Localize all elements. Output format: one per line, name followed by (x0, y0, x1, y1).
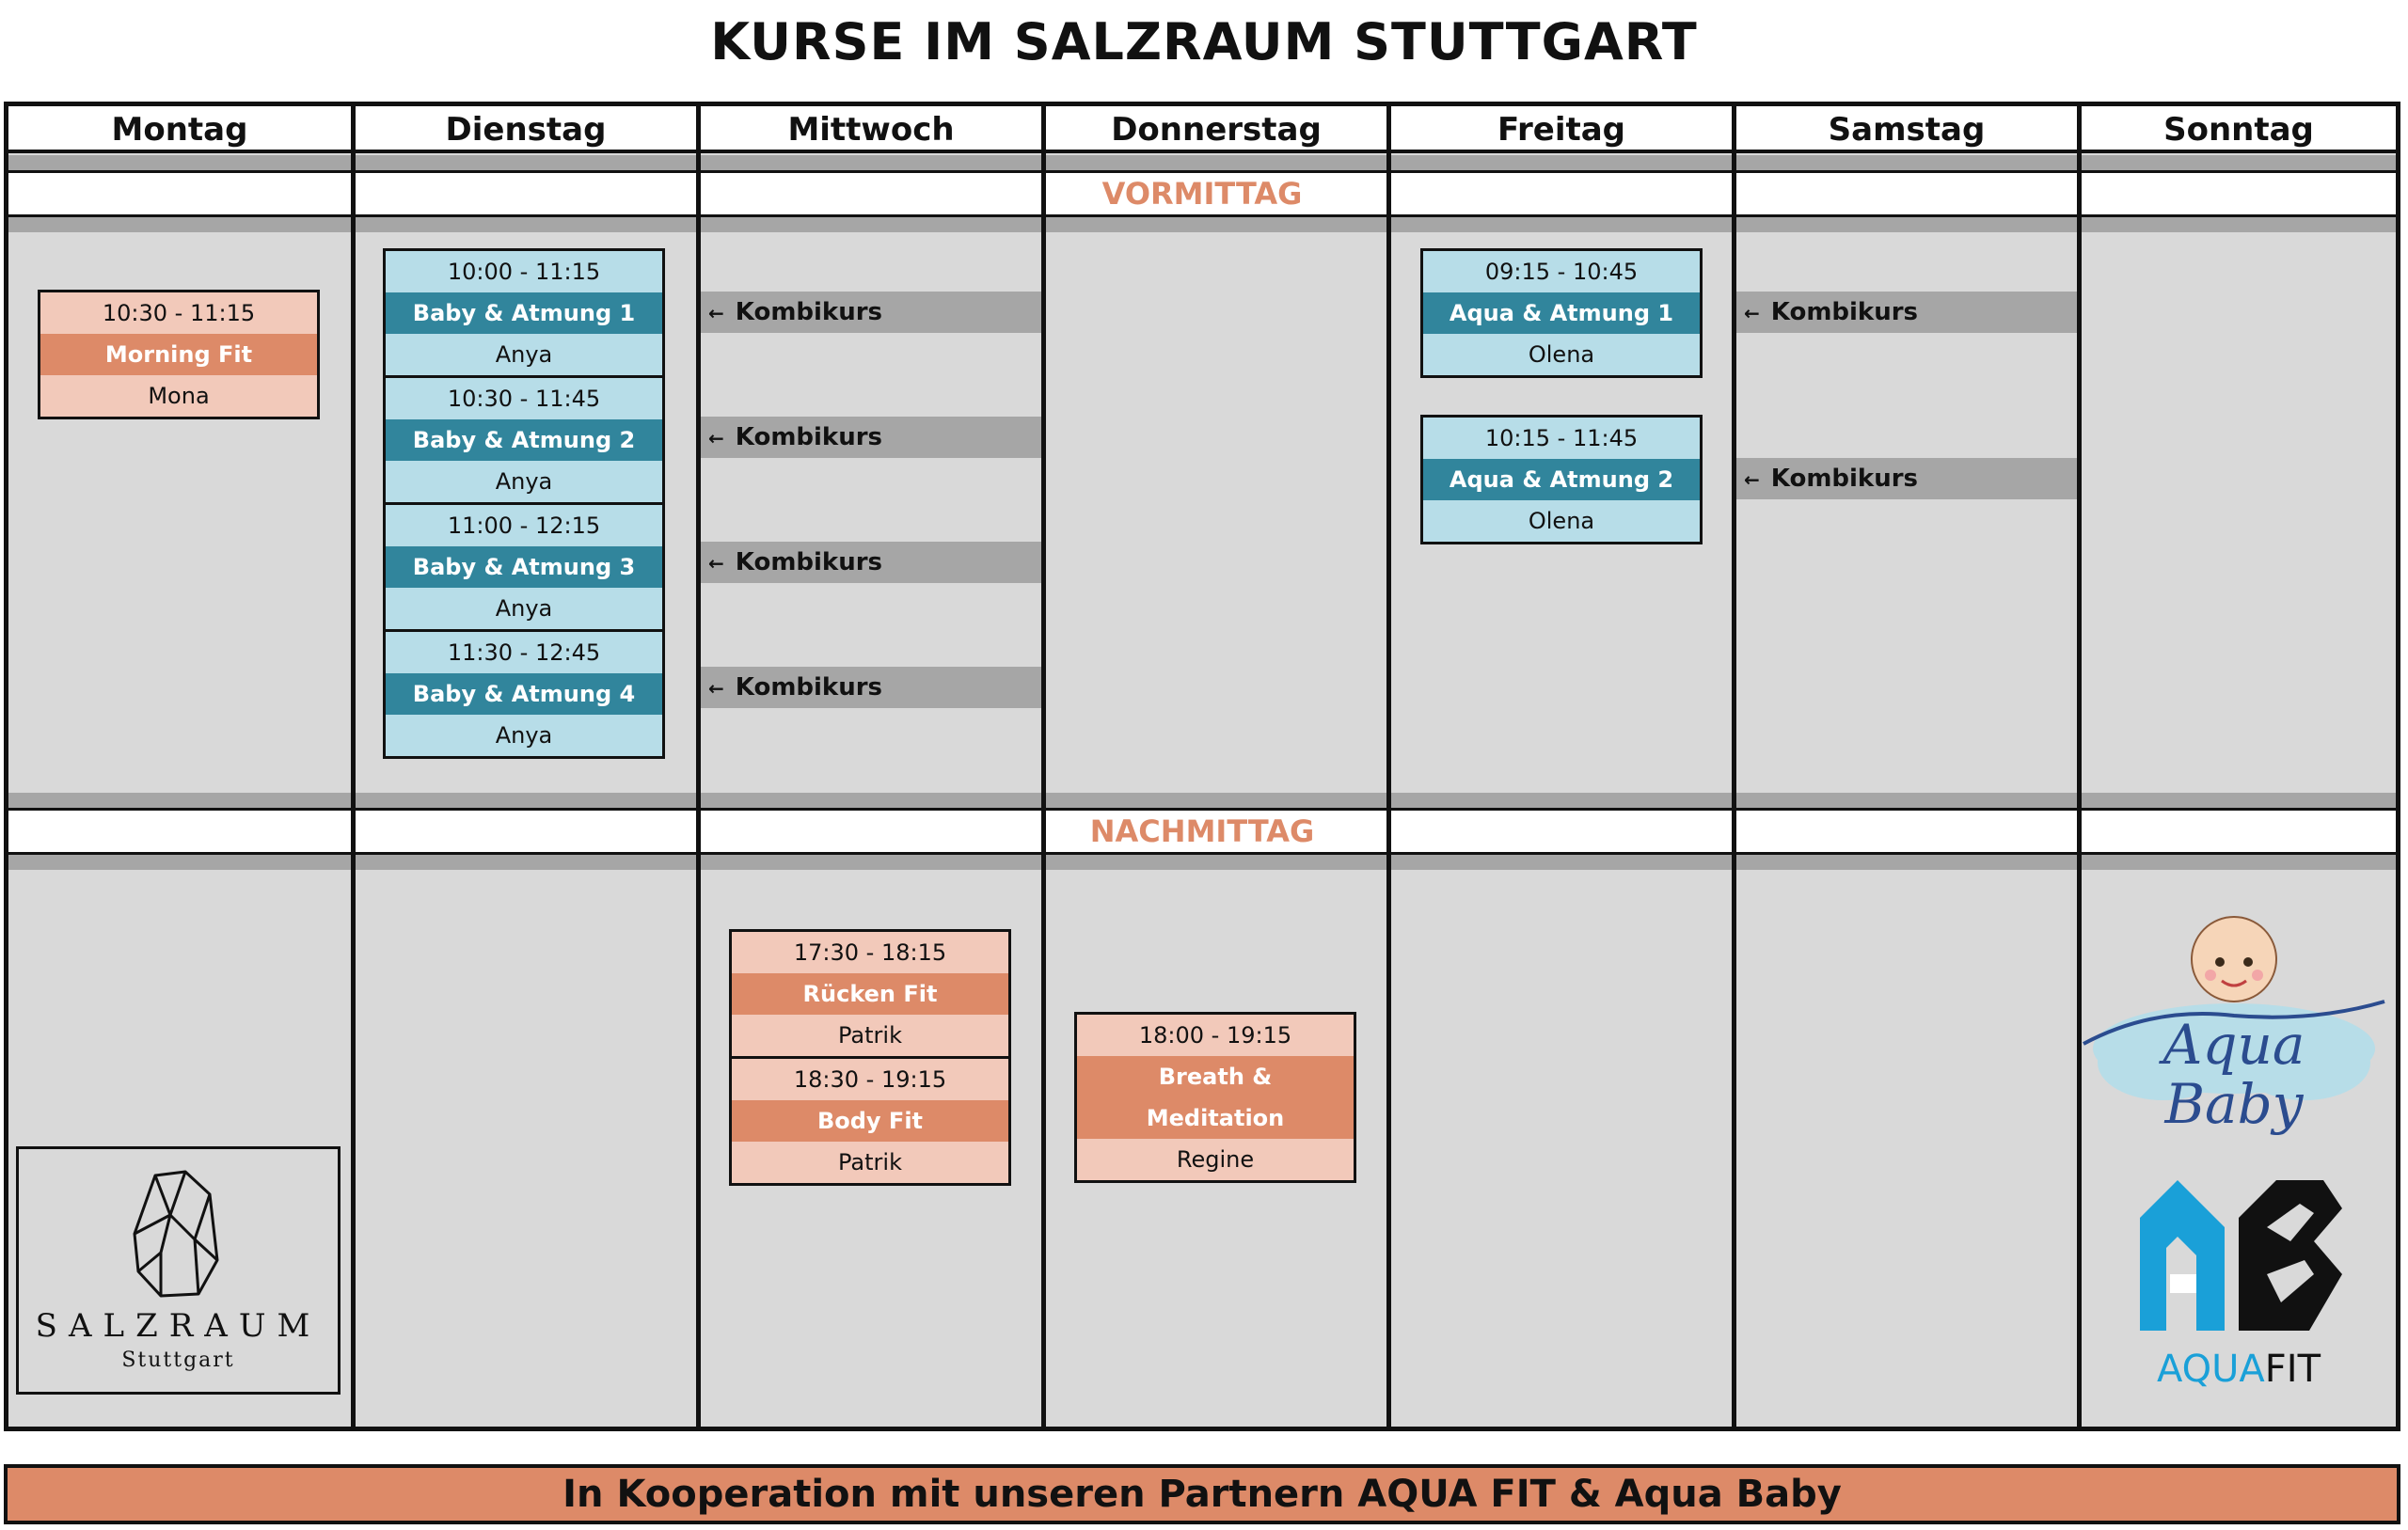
course-trainer: Anya (386, 588, 662, 629)
course-card-morning-fit[interactable]: 10:30 - 11:15 Morning Fit Mona (38, 290, 320, 419)
course-trainer: Anya (386, 461, 662, 502)
band-morning-top (8, 217, 2396, 232)
course-name: Rücken Fit (732, 973, 1008, 1015)
day-header-dienstag: Dienstag (356, 106, 696, 153)
course-name: Aqua & Atmung 1 (1423, 292, 1700, 334)
wave-icon (2083, 1000, 2385, 1046)
course-trainer: Patrik (732, 1015, 1008, 1056)
course-group-patrik: 17:30 - 18:15 Rücken Fit Patrik 18:30 - … (729, 929, 1011, 1186)
day-header-sonntag: Sonntag (2082, 106, 2396, 153)
aqua-baby-line1: Aqua (2162, 1013, 2305, 1077)
column-divider (2077, 102, 2082, 1431)
aquafit-wordmark: AQUAFIT (2156, 1348, 2321, 1391)
course-trainer: Mona (40, 375, 317, 417)
arrow-left-icon: ← (1744, 302, 1760, 324)
course-time: 09:15 - 10:45 (1423, 251, 1700, 292)
aqua-baby-logo: Aqua Baby (2079, 907, 2389, 1152)
baby-icon (2191, 916, 2277, 1002)
column-divider (351, 102, 356, 1431)
course-card-breath-meditation[interactable]: 18:00 - 19:15 Breath & Meditation Regine (1074, 1012, 1356, 1183)
course-card-body-fit[interactable]: 18:30 - 19:15 Body Fit Patrik (732, 1056, 1008, 1183)
course-group-baby-atmung: 10:00 - 11:15 Baby & Atmung 1 Anya 10:30… (383, 248, 665, 759)
course-trainer: Regine (1077, 1139, 1354, 1180)
aquafit-logo-icon (2140, 1180, 2342, 1331)
course-name: Morning Fit (40, 334, 317, 375)
course-time: 18:00 - 19:15 (1077, 1015, 1354, 1056)
course-card-baby-atmung-2[interactable]: 10:30 - 11:45 Baby & Atmung 2 Anya (386, 375, 662, 502)
band-mid (8, 793, 2396, 808)
arrow-left-icon: ← (708, 302, 724, 324)
day-header-freitag: Freitag (1391, 106, 1732, 153)
stone-icon (133, 1170, 219, 1298)
day-header-montag: Montag (8, 106, 351, 153)
course-time: 11:00 - 12:15 (386, 505, 662, 546)
salzraum-name: SALZRAUM (35, 1307, 322, 1345)
column-divider (1732, 102, 1736, 1431)
course-card-baby-atmung-4[interactable]: 11:30 - 12:45 Baby & Atmung 4 Anya (386, 629, 662, 756)
band-afternoon-top (8, 855, 2396, 870)
arrow-left-icon: ← (708, 552, 724, 575)
arrow-left-icon: ← (1744, 468, 1760, 491)
column-divider (696, 102, 701, 1431)
column-divider (1041, 102, 1046, 1431)
salzraum-logo: SALZRAUM Stuttgart (16, 1146, 341, 1395)
course-name: Baby & Atmung 1 (386, 292, 662, 334)
footer-banner: In Kooperation mit unseren Partnern AQUA… (4, 1464, 2400, 1524)
course-card-baby-atmung-3[interactable]: 11:00 - 12:15 Baby & Atmung 3 Anya (386, 502, 662, 629)
arrow-left-icon: ← (708, 427, 724, 450)
course-trainer: Patrik (732, 1142, 1008, 1183)
page-title: KURSE IM SALZRAUM STUTTGART (710, 12, 1698, 71)
day-header-mittwoch: Mittwoch (701, 106, 1041, 153)
course-name: Baby & Atmung 2 (386, 419, 662, 461)
salzraum-sub: Stuttgart (121, 1349, 235, 1372)
cloud-icon (2093, 1003, 2375, 1100)
aqua-baby-line2: Baby (2164, 1072, 2304, 1136)
course-trainer: Anya (386, 334, 662, 375)
course-card-aqua-atmung-1[interactable]: 09:15 - 10:45 Aqua & Atmung 1 Olena (1420, 248, 1703, 378)
course-card-baby-atmung-1[interactable]: 10:00 - 11:15 Baby & Atmung 1 Anya (386, 251, 662, 375)
course-name: Meditation (1077, 1097, 1354, 1139)
day-header-samstag: Samstag (1736, 106, 2077, 153)
course-name: Aqua & Atmung 2 (1423, 459, 1700, 500)
course-trainer: Olena (1423, 334, 1700, 375)
band-top (8, 155, 2396, 170)
day-header-donnerstag: Donnerstag (1046, 106, 1386, 153)
course-card-aqua-atmung-2[interactable]: 10:15 - 11:45 Aqua & Atmung 2 Olena (1420, 415, 1703, 544)
course-time: 10:30 - 11:45 (386, 378, 662, 419)
course-time: 10:15 - 11:45 (1423, 418, 1700, 459)
course-time: 17:30 - 18:15 (732, 932, 1008, 973)
kombikurs-link[interactable]: ←Kombikurs (701, 542, 1041, 583)
kombikurs-link[interactable]: ←Kombikurs (701, 667, 1041, 708)
course-name: Breath & (1077, 1056, 1354, 1097)
arrow-left-icon: ← (708, 677, 724, 700)
course-time: 10:30 - 11:15 (40, 292, 317, 334)
section-vormittag: VORMITTAG (8, 170, 2396, 217)
column-divider (1386, 102, 1391, 1431)
course-name: Baby & Atmung 4 (386, 673, 662, 715)
kombikurs-link[interactable]: ←Kombikurs (1736, 458, 2077, 499)
kombikurs-link[interactable]: ←Kombikurs (701, 292, 1041, 333)
course-card-ruecken-fit[interactable]: 17:30 - 18:15 Rücken Fit Patrik (732, 932, 1008, 1056)
course-trainer: Olena (1423, 500, 1700, 542)
section-nachmittag: NACHMITTAG (8, 808, 2396, 855)
kombikurs-link[interactable]: ←Kombikurs (701, 417, 1041, 458)
course-time: 10:00 - 11:15 (386, 251, 662, 292)
course-name: Baby & Atmung 3 (386, 546, 662, 588)
course-time: 11:30 - 12:45 (386, 632, 662, 673)
course-name: Body Fit (732, 1100, 1008, 1142)
course-trainer: Anya (386, 715, 662, 756)
kombikurs-link[interactable]: ←Kombikurs (1736, 292, 2077, 333)
aqua-fit-logo: AQUAFIT (2121, 1171, 2356, 1396)
course-time: 18:30 - 19:15 (732, 1059, 1008, 1100)
